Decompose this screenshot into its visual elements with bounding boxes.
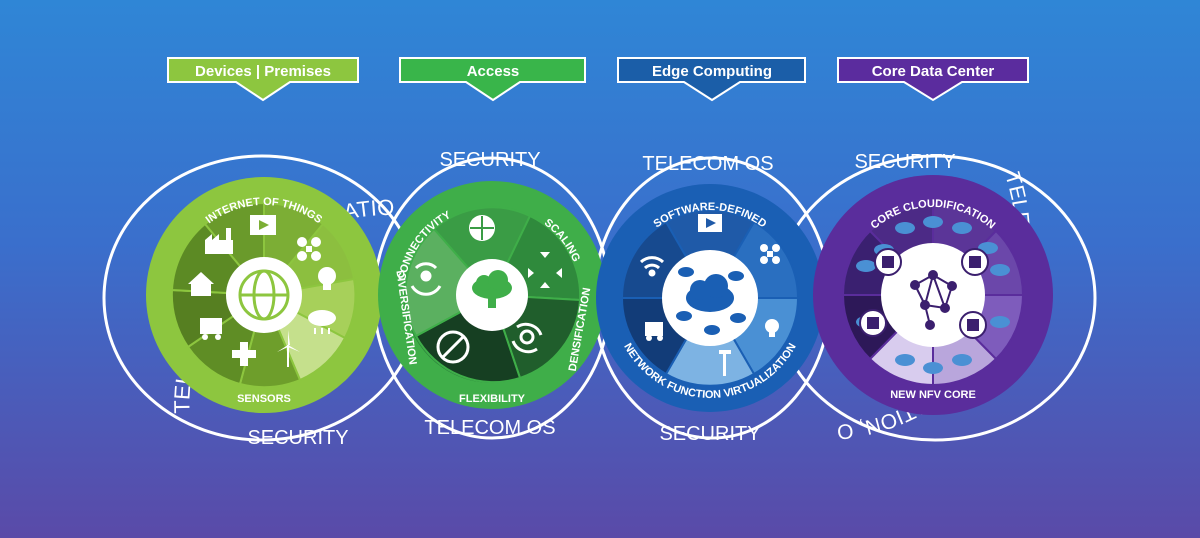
- cyclone-icon: [511, 322, 543, 354]
- banner-edge: Edge Computing: [617, 57, 806, 102]
- cloud-tower-icon: [472, 270, 512, 308]
- film-icon: [250, 215, 276, 235]
- server-node-icon: [859, 248, 989, 339]
- house-icon: [188, 272, 214, 296]
- wifi-icon: [639, 256, 665, 277]
- truck-icon: [200, 318, 222, 340]
- banner-devices-label: Devices | Premises: [195, 63, 331, 80]
- lightbulb-icon: [318, 267, 336, 290]
- banner-access-label: Access: [467, 63, 520, 80]
- medical-cross-icon: [232, 342, 256, 366]
- signal-dots-icon: [410, 262, 442, 296]
- drone-icon: [297, 237, 321, 261]
- access-ring: CONNECTIVITY SCALING DENSIFICATION FLEXI…: [378, 181, 606, 409]
- streetlight-icon: [719, 350, 731, 376]
- banner-edge-label: Edge Computing: [652, 63, 772, 80]
- access-label-flexibility: FLEXIBILITY: [459, 393, 526, 405]
- lightbulb-icon: [765, 319, 779, 337]
- banner-core: Core Data Center: [837, 57, 1029, 102]
- devices-security-label: SECURITY: [247, 427, 348, 449]
- banner-core-label: Core Data Center: [872, 63, 995, 80]
- wind-turbine-icon: [277, 330, 300, 367]
- devices-ring: INTERNET OF THINGS SENSORS: [146, 177, 382, 413]
- factory-icon: [205, 228, 233, 254]
- access-security-label: SECURITY: [439, 149, 540, 171]
- edge-security-label: SECURITY: [659, 423, 760, 445]
- weather-icon: [308, 310, 336, 334]
- cloud-database-icon: [676, 267, 746, 335]
- globe-network-icon: [238, 269, 290, 321]
- core-security-label: SECURITY: [854, 151, 955, 173]
- access-telecom-os-label: TELECOM OS: [424, 417, 555, 439]
- no-entry-arrows-icon: [436, 330, 470, 364]
- banner-access: Access: [399, 57, 586, 102]
- truck-icon: [645, 322, 663, 341]
- banner-devices: Devices | Premises: [167, 57, 359, 102]
- core-ring: CORE CLOUDIFICATION NEW NFV CORE: [813, 175, 1053, 415]
- film-icon: [698, 214, 722, 232]
- drone-icon: [760, 244, 780, 264]
- core-ring-bottom-label: NEW NFV CORE: [890, 389, 976, 401]
- devices-ring-bottom-label: SENSORS: [237, 393, 291, 405]
- expand-arrows-icon: [528, 252, 562, 288]
- edge-telecom-os-label: TELECOM OS: [642, 153, 773, 175]
- network-mesh-icon: [910, 270, 957, 330]
- edge-ring: SOFTWARE-DEFINED NETWORK FUNCTION VIRTUA…: [596, 184, 824, 412]
- globe-icon: [469, 215, 495, 241]
